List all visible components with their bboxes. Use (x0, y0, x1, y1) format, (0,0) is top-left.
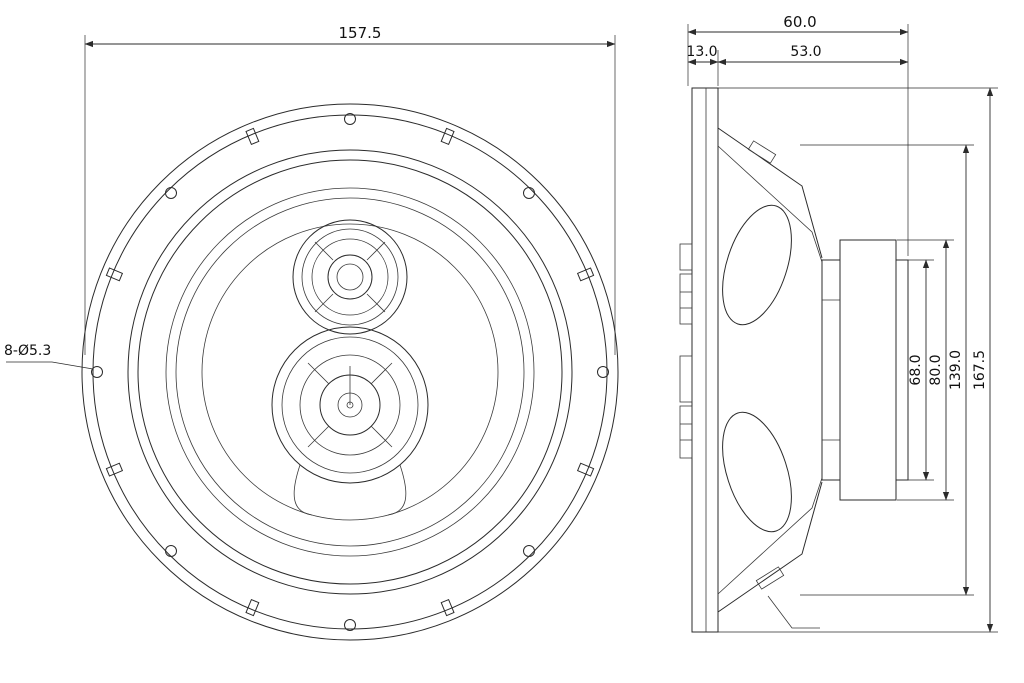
front-gasket-inner-circle (137, 159, 563, 585)
mounting-holes (91, 113, 609, 631)
dim-total-depth-label: 60.0 (783, 13, 816, 31)
back-plate (895, 259, 909, 481)
wire-lead-left (293, 464, 313, 516)
vent-slot-top (747, 140, 777, 164)
holes-callout: 8-Ø5.3 (4, 343, 94, 370)
dim-basket-diameter-label: 139.0 (948, 350, 964, 390)
dim-overall-diameter-label: 167.5 (972, 350, 988, 390)
dim-magnet-diameter: 80.0 (897, 239, 954, 501)
dim-magnet-plate-diameter-label: 68.0 (908, 354, 924, 385)
magnet-structure (821, 239, 909, 501)
basket-window-top (722, 204, 792, 326)
front-plate (821, 259, 841, 481)
dim-front-outer-diameter-label: 157.5 (339, 24, 382, 42)
front-surround-inner-circle (175, 197, 525, 547)
holes-callout-label: 8-Ø5.3 (4, 343, 51, 359)
dim-front-outer-diameter: 157.5 (84, 24, 616, 355)
dim-total-depth: 60.0 (687, 13, 909, 256)
front-outer-rim-circle (81, 103, 619, 641)
dim-flange-depth-label: 13.0 (686, 44, 717, 60)
basket-window-bottom (722, 411, 792, 533)
dim-overall-diameter: 167.5 (718, 87, 998, 633)
front-view: 157.5 8-Ø5.3 (4, 24, 619, 641)
vent-slot-bottom (755, 566, 785, 590)
magnet (839, 239, 897, 501)
rim-notches (105, 127, 595, 617)
dim-basket-diameter: 139.0 (800, 144, 974, 596)
dim-magnet-diameter-label: 80.0 (928, 354, 944, 385)
rear-lead (767, 595, 820, 629)
midrange-assembly (271, 326, 429, 484)
front-gasket-outer-circle (127, 149, 573, 595)
basket-profile (717, 127, 823, 629)
tweeter-assembly (292, 219, 408, 335)
front-inner-rim-circle (92, 114, 608, 630)
wire-lead-right (387, 464, 407, 516)
side-view: 60.0 13.0 53.0 68.0 80.0 139.0 (679, 13, 998, 633)
front-surround-outer-circle (165, 187, 535, 557)
terminal-tabs (679, 243, 693, 459)
front-cone-edge-circle (201, 223, 499, 521)
flange (691, 87, 719, 633)
dim-flange-depth: 13.0 (686, 44, 719, 86)
dim-body-depth: 53.0 (717, 44, 909, 66)
dim-magnet-plate-diameter: 68.0 (908, 259, 934, 481)
dim-body-depth-label: 53.0 (790, 44, 821, 60)
